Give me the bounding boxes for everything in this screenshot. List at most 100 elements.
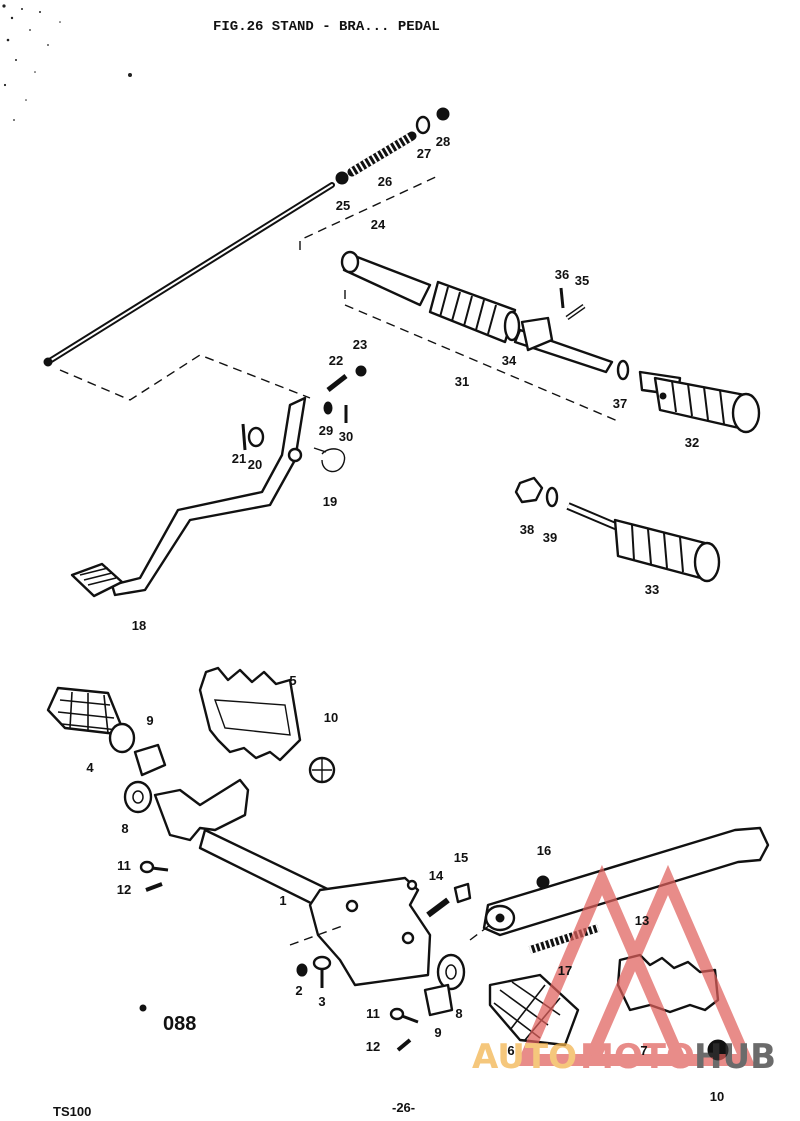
footrest-33 <box>566 502 721 583</box>
pin-12-left <box>145 882 163 892</box>
callout-32: 32 <box>685 435 699 450</box>
footrest-32 <box>638 370 761 434</box>
callout-12b: 12 <box>366 1039 380 1054</box>
callout-38: 38 <box>520 522 534 537</box>
bracket-31 <box>344 290 621 423</box>
callout-39: 39 <box>543 530 557 545</box>
washer-39 <box>545 486 559 508</box>
callout-8a: 8 <box>121 821 128 836</box>
callout-9a: 9 <box>146 713 153 728</box>
callout-1: 1 <box>279 893 286 908</box>
callout-33: 33 <box>645 582 659 597</box>
clip-15 <box>453 882 472 904</box>
figure-title: FIG.26 STAND - BRA... PEDAL <box>213 19 440 35</box>
callout-18: 18 <box>132 618 146 633</box>
pin-35 <box>565 303 586 321</box>
callout-2: 2 <box>295 983 302 998</box>
watermark-text-auto: AUTO <box>472 1037 577 1077</box>
bracket-24 <box>299 174 441 250</box>
nut-2 <box>296 963 308 977</box>
scan-noise <box>2 4 132 121</box>
callout-15: 15 <box>454 850 468 865</box>
callout-23: 23 <box>353 337 367 352</box>
callout-37: 37 <box>613 396 627 411</box>
bolt-11-right <box>389 1007 419 1024</box>
bolt-14 <box>426 897 450 918</box>
callout-29: 29 <box>319 423 333 438</box>
pin-16 <box>536 875 550 889</box>
callout-28: 28 <box>436 134 450 149</box>
callout-34: 34 <box>502 353 517 368</box>
callout-24: 24 <box>371 217 386 232</box>
leader-rod-pedal <box>59 354 311 401</box>
bolt-11-left <box>139 860 169 874</box>
callout-11a: 11 <box>117 858 131 873</box>
washer-37 <box>616 359 630 381</box>
callout-11b: 11 <box>366 1006 380 1021</box>
bracket-36 <box>520 316 554 352</box>
nut-28 <box>436 107 450 121</box>
spring-26 <box>347 131 417 177</box>
spring-19 <box>313 447 346 473</box>
footrest-bracket-5 <box>198 666 302 762</box>
callout-17: 17 <box>558 963 572 978</box>
bolt-3 <box>312 955 332 988</box>
callout-35: 35 <box>575 273 589 288</box>
callout-30: 30 <box>339 429 353 444</box>
washer-20 <box>247 426 265 448</box>
callout-7: 7 <box>640 1043 647 1058</box>
callout-9b: 9 <box>434 1025 441 1040</box>
washer-29 <box>323 401 333 415</box>
bracket-9-bottom <box>423 983 454 1017</box>
model-label: TS100 <box>53 1104 91 1119</box>
callout-19: 19 <box>323 494 337 509</box>
nut-38 <box>514 476 544 504</box>
callout-5: 5 <box>289 673 296 688</box>
side-stand-13 <box>482 826 770 937</box>
callout-14: 14 <box>429 868 444 883</box>
callout-27: 27 <box>417 146 431 161</box>
stand-main-1 <box>153 778 432 987</box>
callout-22: 22 <box>329 353 343 368</box>
callout-21: 21 <box>232 451 246 466</box>
pin-21 <box>241 423 247 451</box>
washer-8-right <box>436 953 466 991</box>
footrest-4 <box>46 686 136 754</box>
callout-20: 20 <box>248 457 262 472</box>
page-number: -26- <box>392 1100 415 1115</box>
joint-25 <box>335 171 349 185</box>
rubber-grip-34 <box>428 280 521 344</box>
callout-6: 6 <box>507 1043 514 1058</box>
callout-4: 4 <box>86 760 94 775</box>
watermark-text-hub: HUB <box>694 1037 776 1077</box>
pin-12-right <box>396 1038 412 1052</box>
bracket-9-top <box>133 743 167 777</box>
leader-lower-2 <box>469 924 491 941</box>
washer-8-left <box>123 780 153 814</box>
callout-8b: 8 <box>455 1006 462 1021</box>
callout-25: 25 <box>336 198 350 213</box>
figure-code: 088 <box>163 1013 196 1035</box>
callout-26: 26 <box>378 174 392 189</box>
callout-13: 13 <box>635 913 649 928</box>
callout-16: 16 <box>537 843 551 858</box>
pin-27 <box>415 115 431 135</box>
callout-36: 36 <box>555 267 569 282</box>
watermark-logo: AUTO MOTO HUB <box>472 864 776 1077</box>
callout-31: 31 <box>455 374 469 389</box>
callout-3: 3 <box>318 994 325 1009</box>
brake-pedal-18 <box>70 396 307 598</box>
bolt-36 <box>559 287 565 309</box>
spring-10-top <box>308 756 336 784</box>
watermark-text-moto: MOTO <box>580 1037 695 1077</box>
leader-lower-1 <box>289 924 346 946</box>
nut-23 <box>355 365 367 377</box>
bolt-22 <box>326 374 348 392</box>
spring-17 <box>528 924 600 954</box>
callout-10b: 10 <box>710 1089 724 1104</box>
figure-dot <box>139 1004 147 1012</box>
callout-10a: 10 <box>324 710 338 725</box>
callout-12a: 12 <box>117 882 131 897</box>
